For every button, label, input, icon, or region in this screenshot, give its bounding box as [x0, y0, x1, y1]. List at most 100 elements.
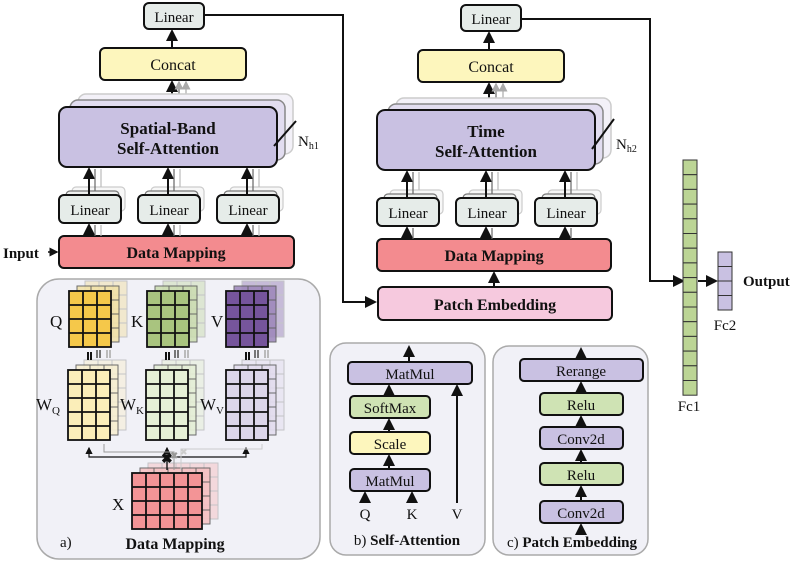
matmul-bottom-label: MatMul: [365, 474, 414, 490]
q-matrix: [68, 290, 112, 348]
branch2-linear-3-label: Linear: [546, 206, 585, 222]
fc1-unit: [682, 233, 698, 249]
heads-indicator: [273, 120, 297, 147]
wk-matrix: [145, 369, 189, 441]
matmul-top-box: [347, 361, 473, 385]
v-label: V: [211, 312, 224, 331]
fc1-unit: [682, 291, 698, 308]
branch-time: Linear Concat Time Self-Attention Nh2 Li…: [376, 4, 685, 321]
patch-embedding-box: [377, 286, 613, 321]
branch1-attention-label-line2: Self-Attention: [117, 139, 220, 158]
fc1-unit: [682, 365, 698, 381]
scale-label: Scale: [374, 437, 407, 453]
multiply-icon: ✖: [170, 451, 178, 462]
panel-self-attention: MatMul SoftMax Scale MatMul Q K V b) Sel…: [329, 342, 486, 556]
relu-top-label: Relu: [567, 398, 596, 414]
fc1-label: Fc1: [678, 399, 701, 415]
fc1-layer: [682, 159, 698, 396]
fc1-unit: [682, 262, 698, 279]
equals-signs: [87, 350, 269, 360]
branch2-attention-label-line1: Time: [467, 122, 505, 141]
panel-data-mapping: Q K V WQ WK WV X a) Data Mapping ✖ ✖ ✖: [36, 278, 321, 560]
fc1-unit: [682, 306, 698, 323]
matmul-bottom-box: [349, 468, 431, 492]
k-input-label: K: [407, 507, 418, 523]
fc2-unit: [717, 251, 733, 267]
q-input-label: Q: [360, 507, 371, 523]
q-label: Q: [50, 312, 62, 331]
connector-copy: [103, 444, 175, 470]
panel-a-tag: a): [60, 535, 72, 551]
branch1-concat-label: Concat: [150, 57, 196, 74]
v-input-label: V: [452, 507, 463, 523]
branch2-data-mapping-label: Data Mapping: [444, 248, 543, 265]
fc2-unit: [717, 266, 733, 282]
fc2-layer: [717, 251, 733, 311]
branch2-concat-label: Concat: [468, 59, 514, 76]
fc1-unit: [682, 335, 698, 352]
branch1-linear-1-label: Linear: [70, 203, 109, 219]
wk-label: WK: [120, 395, 144, 417]
branch1-attention-label-line1: Spatial-Band: [120, 119, 216, 138]
branch2-attention-label-line2: Self-Attention: [435, 142, 538, 161]
panel-c-caption: c) Patch Embedding: [507, 535, 638, 551]
branch2-heads-label: Nh2: [616, 137, 637, 155]
connector-copy: [180, 444, 263, 470]
panel-a-title: Data Mapping: [125, 536, 224, 553]
fc1-unit: [682, 350, 698, 367]
branch2-linear-2-label: Linear: [467, 206, 506, 222]
matmul-top-label: MatMul: [385, 367, 434, 383]
wq-matrix: [67, 369, 111, 441]
wv-matrix: [225, 369, 269, 441]
wv-label: WV: [200, 395, 224, 417]
x-matrix: [131, 472, 203, 530]
fc1-unit: [682, 188, 698, 205]
fc1-unit: [682, 218, 698, 235]
output-label: Output: [743, 274, 790, 290]
v-matrix: [225, 290, 269, 348]
fc1-unit: [682, 380, 698, 396]
panel-b-caption: b) Self-Attention: [354, 533, 461, 549]
softmax-label: SoftMax: [364, 401, 417, 417]
fc2-unit: [717, 280, 733, 296]
branch2-linear-1-label: Linear: [388, 206, 427, 222]
fc2-label: Fc2: [714, 318, 737, 334]
rerange-label: Rerange: [556, 364, 606, 380]
branch1-linear-2-label: Linear: [149, 203, 188, 219]
branch1-top-linear-label: Linear: [154, 10, 193, 26]
connector-x-to-wv: [167, 446, 250, 458]
k-label: K: [131, 312, 144, 331]
fc1-unit: [682, 159, 698, 176]
fc2-unit: [717, 295, 733, 311]
fc1-unit: [682, 321, 698, 337]
k-matrix: [146, 290, 190, 348]
fc1-unit: [682, 174, 698, 190]
branch2-top-linear-label: Linear: [471, 12, 510, 28]
fc1-unit: [682, 203, 698, 220]
heads-indicator: [591, 118, 615, 150]
branch1-data-mapping-box: [58, 235, 295, 269]
conv2d-top-label: Conv2d: [557, 432, 605, 448]
connector-branch1-to-patch-embedding: [204, 14, 377, 308]
branch-spatial-band: Linear Concat Spatial-Band Self-Attentio…: [3, 2, 377, 308]
conv2d-bottom-label: Conv2d: [557, 506, 605, 522]
classifier: Output Fc2 Fc1: [678, 159, 790, 415]
connector-branch2-to-fc1: [521, 18, 685, 287]
patch-embedding-label: Patch Embedding: [434, 297, 556, 314]
matrices: [67, 280, 285, 530]
fc1-unit: [682, 247, 698, 264]
branch1-linear-group: Linear Linear Linear: [58, 186, 284, 224]
wq-label: WQ: [36, 395, 60, 417]
branch1-heads-label: Nh1: [298, 134, 319, 152]
relu-bottom-label: Relu: [567, 468, 596, 484]
branch2-linear-group: Linear Linear Linear: [376, 189, 602, 227]
multiply-icon: ✖: [161, 452, 173, 467]
multiply-icon: ✖: [180, 447, 188, 457]
branch1-linear-3-label: Linear: [228, 203, 267, 219]
branch1-data-mapping-label: Data Mapping: [126, 245, 225, 262]
input-label: Input: [3, 246, 39, 262]
fc1-unit: [682, 277, 698, 293]
panel-patch-embedding: Rerange Relu Conv2d Relu Conv2d c) Patch…: [492, 345, 649, 556]
x-label: X: [112, 495, 124, 514]
